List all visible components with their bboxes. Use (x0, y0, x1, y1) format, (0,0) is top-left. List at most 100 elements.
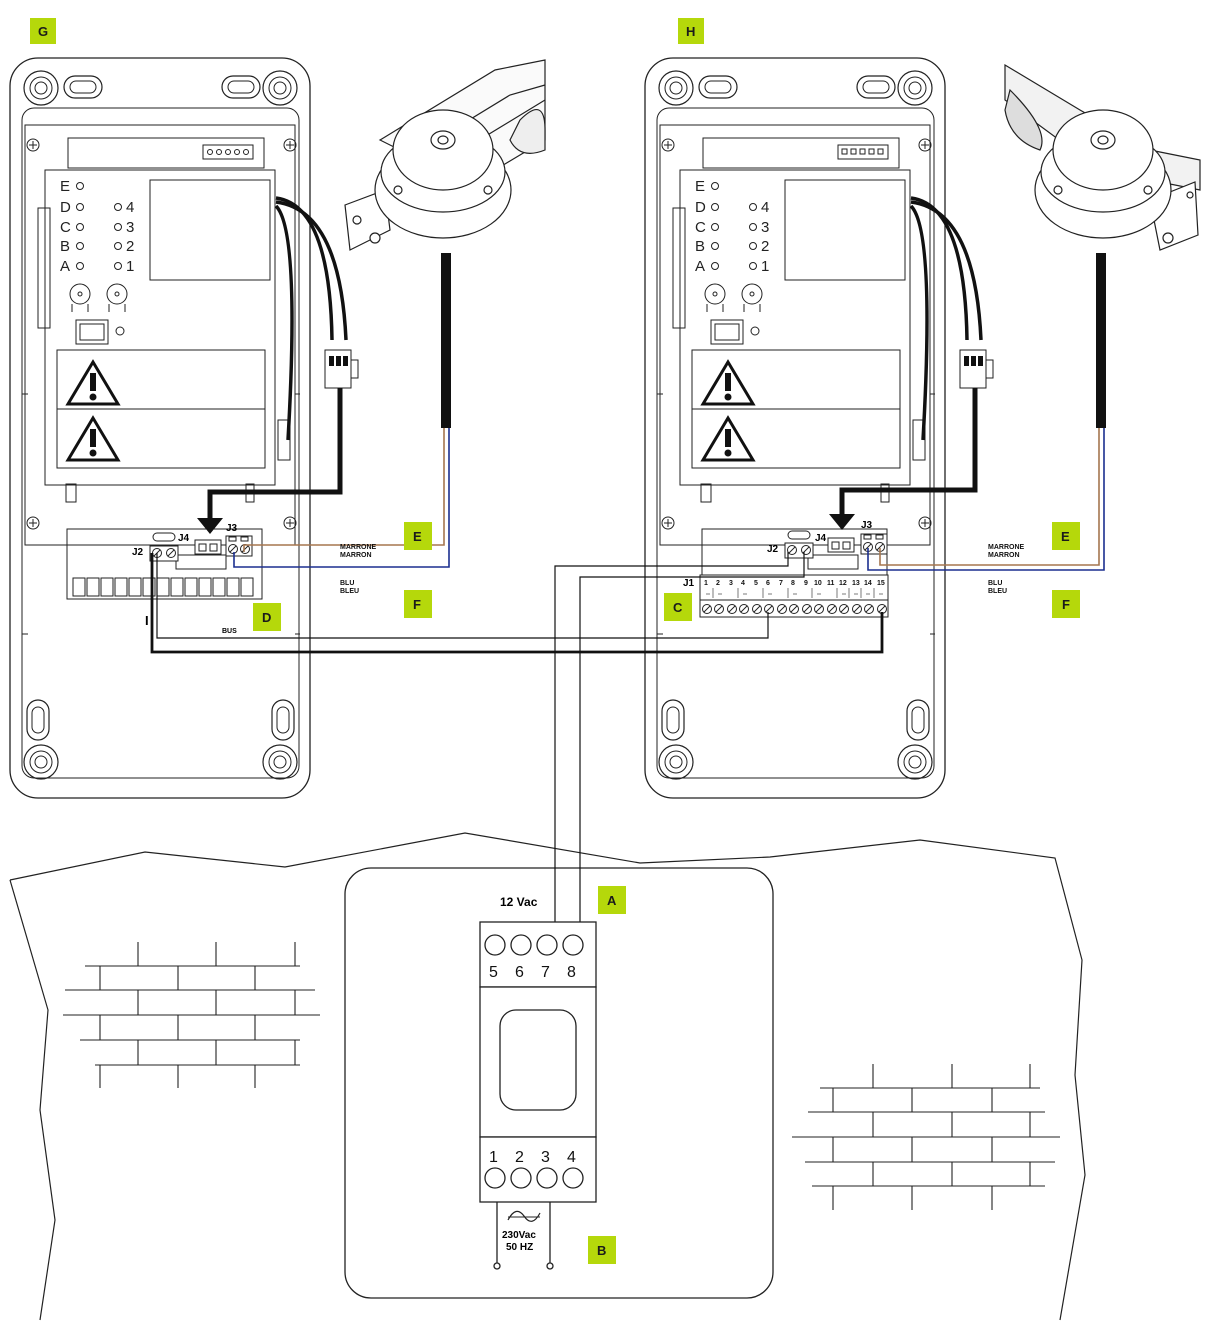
svg-text:G: G (38, 24, 48, 39)
warning-icon (65, 415, 121, 462)
blue-label-it: BLU (340, 580, 354, 587)
j1-terminal-12: 12 (839, 580, 847, 587)
motor-cable-left (233, 253, 451, 568)
wire-labels-right: MARRONE MARRON BLU BLEU (988, 544, 1024, 595)
tag-g: G (30, 18, 56, 44)
j1-terminal-10: 10 (814, 580, 822, 587)
brown-label-fr: MARRON (988, 552, 1020, 559)
warning-icon (700, 359, 756, 406)
led-label-d: D (695, 199, 706, 216)
tag-f-right: F (1052, 590, 1080, 618)
led-label-e: E (695, 178, 705, 195)
j1-terminal-1: 1 (704, 580, 708, 587)
led-number-1: 1 (126, 258, 134, 275)
j4-label: J4 (178, 533, 190, 544)
j1-terminal-7: 7 (779, 580, 783, 587)
motor-right (1004, 63, 1201, 251)
led-label-a: A (695, 258, 705, 275)
warning-icon (700, 415, 756, 462)
led-number-4: 4 (761, 199, 769, 216)
motor-cable-right (867, 253, 1106, 571)
j1-terminal-6: 6 (766, 580, 770, 587)
svg-text:E: E (1061, 529, 1070, 544)
encoder-cable-left (197, 196, 359, 534)
brown-label-fr: MARRON (340, 552, 372, 559)
bus-label: BUS (222, 628, 237, 635)
svg-text:F: F (413, 597, 421, 612)
control-panel-right: E D C B A 4 3 2 1 (644, 57, 946, 799)
encoder-cable-right (829, 196, 994, 530)
j1-terminal-8: 8 (791, 580, 795, 587)
led-number-3: 3 (761, 219, 769, 236)
wire-labels-left: MARRONE MARRON BLU BLEU (340, 544, 376, 595)
motor-left (344, 59, 546, 251)
terminal-6: 6 (515, 964, 524, 981)
transformer-terminals: 5 6 7 8 1 2 3 4 (489, 964, 576, 1166)
svg-text:A: A (607, 893, 617, 908)
led-label-b: B (695, 238, 705, 255)
j1-terminal-13: 13 (852, 580, 860, 587)
j1-terminal-15: 15 (877, 580, 885, 587)
svg-text:F: F (1062, 597, 1070, 612)
j1-terminal-3: 3 (729, 580, 733, 587)
brown-label-it: MARRONE (340, 544, 376, 551)
svg-text:B: B (597, 1243, 606, 1258)
tag-a: A (598, 886, 626, 914)
trimmer-icon (704, 283, 763, 312)
blue-label-it: BLU (988, 580, 1002, 587)
j3-label: J3 (226, 523, 238, 534)
terminal-1: 1 (489, 1149, 498, 1166)
j1-terminal-11: 11 (827, 580, 835, 587)
svg-text:E: E (413, 529, 422, 544)
j3-label: J3 (861, 520, 873, 531)
j1-terminal-4: 4 (741, 580, 745, 587)
wall (9, 832, 1086, 1321)
i-label: I (145, 613, 149, 628)
j1-terminal-9: 9 (804, 580, 808, 587)
svg-text:H: H (686, 24, 695, 39)
brick-pattern-left (63, 942, 320, 1088)
j1-label: J1 (683, 578, 695, 589)
led-number-4: 4 (126, 199, 134, 216)
led-number-2: 2 (761, 238, 769, 255)
j1-terminal-5: 5 (754, 580, 758, 587)
led-label-c: C (695, 219, 706, 236)
terminal-8: 8 (567, 964, 576, 981)
input-frequency-label: 50 HZ (506, 1242, 533, 1253)
tag-e-right: E (1052, 522, 1080, 550)
j1-terminal-14: 14 (864, 580, 872, 587)
led-number-2: 2 (126, 238, 134, 255)
j1-terminal-2: 2 (716, 580, 720, 587)
brown-label-it: MARRONE (988, 544, 1024, 551)
led-label-d: D (60, 199, 71, 216)
tag-d: D (253, 603, 281, 631)
terminal-3: 3 (541, 1149, 550, 1166)
trimmer-icon (69, 283, 128, 312)
blue-label-fr: BLEU (340, 588, 359, 595)
led-number-1: 1 (761, 258, 769, 275)
svg-text:D: D (262, 610, 271, 625)
interconnect-wires (150, 552, 884, 922)
blue-label-fr: BLEU (988, 588, 1007, 595)
transformer (479, 921, 597, 1270)
terminal-5: 5 (489, 964, 498, 981)
terminal-2: 2 (515, 1149, 524, 1166)
brick-pattern-right (792, 1064, 1060, 1210)
led-label-b: B (60, 238, 70, 255)
j4-label: J4 (815, 533, 827, 544)
output-voltage-label: 12 Vac (500, 895, 538, 909)
tag-b: B (588, 1236, 616, 1264)
led-number-3: 3 (126, 219, 134, 236)
tag-e-left: E (404, 522, 432, 550)
terminal-7: 7 (541, 964, 550, 981)
tag-h: H (678, 18, 704, 44)
control-panel-left: E D C B A 4 3 2 1 (9, 57, 311, 799)
j2-label: J2 (767, 544, 779, 555)
warning-icon (65, 359, 121, 406)
svg-text:C: C (673, 600, 683, 615)
tag-c: C (664, 593, 692, 621)
led-label-a: A (60, 258, 70, 275)
led-label-c: C (60, 219, 71, 236)
